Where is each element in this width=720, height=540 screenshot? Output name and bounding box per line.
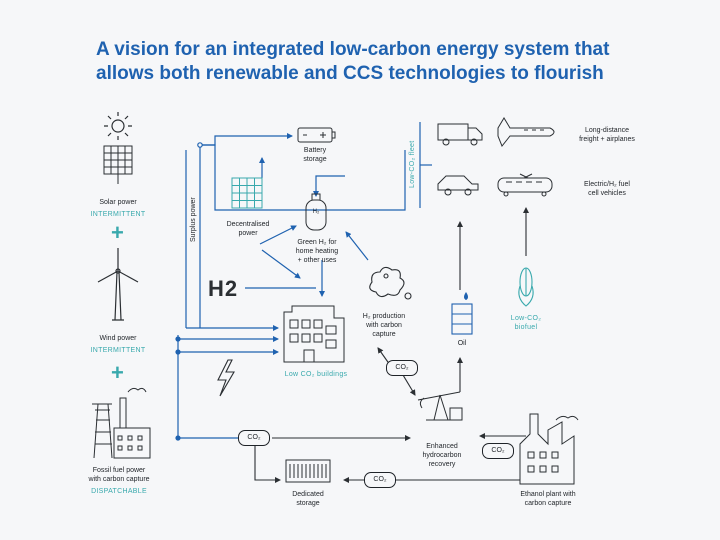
h2-production-label-1: H₂ production — [362, 313, 406, 320]
freight-node: Long-distance freight + airplanes — [566, 126, 648, 144]
oil-label: Oil — [457, 340, 467, 347]
h2-symbol: H2 — [208, 276, 239, 301]
vehicles-node: Electric/H₂ fuel cell vehicles — [566, 180, 648, 198]
h2-production-label-2: with carbon — [366, 322, 402, 329]
page-title: A vision for an integrated low-carbon en… — [96, 38, 696, 86]
h2-production-node: H₂ production with carbon capture — [356, 312, 412, 339]
ethanol-label-1: Ethanol plant with — [520, 491, 576, 498]
vehicles-label-1: Electric/H₂ fuel — [584, 181, 630, 188]
co2-badge: CO₂ — [386, 360, 418, 376]
blue-flow-lines — [175, 122, 432, 441]
fossil-node: Fossil fuel power with carbon capture DI… — [80, 466, 158, 496]
biofuel-node: Low-CO₂ biofuel — [506, 314, 546, 332]
wind-tag: INTERMITTENT — [90, 347, 146, 354]
freight-label-2: freight + airplanes — [579, 136, 635, 143]
solar-label: Solar power — [99, 199, 137, 206]
battery-label-1: Battery — [303, 147, 327, 154]
title-line-2: allows both renewable and CCS technologi… — [96, 63, 604, 84]
decentralised-node: Decentralised power — [220, 220, 276, 238]
enhanced-label-1: Enhanced — [426, 443, 458, 450]
lightning-icon — [217, 359, 235, 397]
ethanol-node: Ethanol plant with carbon capture — [510, 490, 586, 508]
fossil-tag: DISPATCHABLE — [91, 488, 147, 495]
enhanced-node: Enhanced hydrocarbon recovery — [414, 442, 470, 469]
buildings-label: Low CO₂ buildings — [284, 371, 348, 378]
truck-icon — [437, 123, 483, 146]
h2-tank-text: H₂ — [312, 209, 320, 215]
h2-tank-icon — [305, 193, 327, 231]
dedicated-node: Dedicated storage — [282, 490, 334, 508]
pumpjack-icon — [417, 391, 463, 421]
freight-label-1: Long-distance — [585, 127, 629, 134]
biofuel-label-1: Low-CO₂ — [510, 315, 542, 322]
h2-production-label-3: capture — [372, 331, 396, 338]
dedicated-label-2: storage — [296, 500, 320, 507]
enhanced-label-2: hydrocarbon — [422, 452, 462, 459]
decentralised-label-2: power — [238, 230, 258, 237]
plus-icon: + — [111, 220, 124, 245]
vehicles-label-2: cell vehicles — [588, 190, 626, 197]
surplus-power-label: Surplus power — [190, 197, 197, 242]
airplane-icon — [497, 117, 555, 147]
oil-barrel-icon — [451, 292, 473, 335]
green-h2-label-2: home heating — [295, 248, 339, 255]
low-co2-fleet-label: Low-CO₂ fleet — [409, 140, 416, 188]
ethanol-plant-icon — [519, 413, 579, 485]
co2-badge: CO₂ — [238, 430, 270, 446]
fossil-label-2: with carbon capture — [88, 476, 150, 483]
tram-icon — [497, 173, 553, 197]
green-h2-node: Green H₂ for home heating + other uses — [288, 238, 346, 265]
plus-icon: + — [111, 360, 124, 385]
battery-icon — [297, 127, 336, 143]
title-line-1: A vision for an integrated low-carbon en… — [96, 39, 610, 60]
solar-node: Solar power INTERMITTENT — [90, 198, 146, 219]
battery-node: Battery storage — [290, 146, 340, 164]
battery-label-2: storage — [303, 156, 327, 163]
biofuel-label-2: biofuel — [514, 324, 538, 331]
biofuel-corn-icon — [518, 267, 534, 307]
car-icon — [437, 175, 479, 196]
buildings-icon — [283, 305, 345, 363]
solar-tag: INTERMITTENT — [90, 211, 146, 218]
enhanced-label-3: recovery — [428, 461, 456, 468]
co2-badge: CO₂ — [364, 472, 396, 488]
decentralised-solar-icon — [231, 177, 263, 209]
sun-icon — [104, 112, 132, 140]
wind-turbine-icon — [97, 248, 139, 321]
co2-badge: CO₂ — [482, 443, 514, 459]
wind-label: Wind power — [99, 335, 137, 342]
fossil-plant-icon — [92, 387, 151, 459]
fossil-label-1: Fossil fuel power — [92, 467, 146, 474]
green-h2-label-3: + other uses — [297, 257, 337, 264]
ethanol-label-2: carbon capture — [524, 500, 572, 507]
cloud-molecule-icon — [369, 266, 412, 300]
dedicated-label-1: Dedicated — [292, 491, 324, 498]
storage-icon — [285, 459, 331, 483]
decentralised-label-1: Decentralised — [226, 221, 270, 228]
arrow-to-battery — [202, 133, 293, 146]
wind-node: Wind power INTERMITTENT — [88, 334, 148, 355]
solar-panel-icon — [103, 145, 133, 184]
green-h2-label-1: Green H₂ for — [297, 239, 337, 246]
